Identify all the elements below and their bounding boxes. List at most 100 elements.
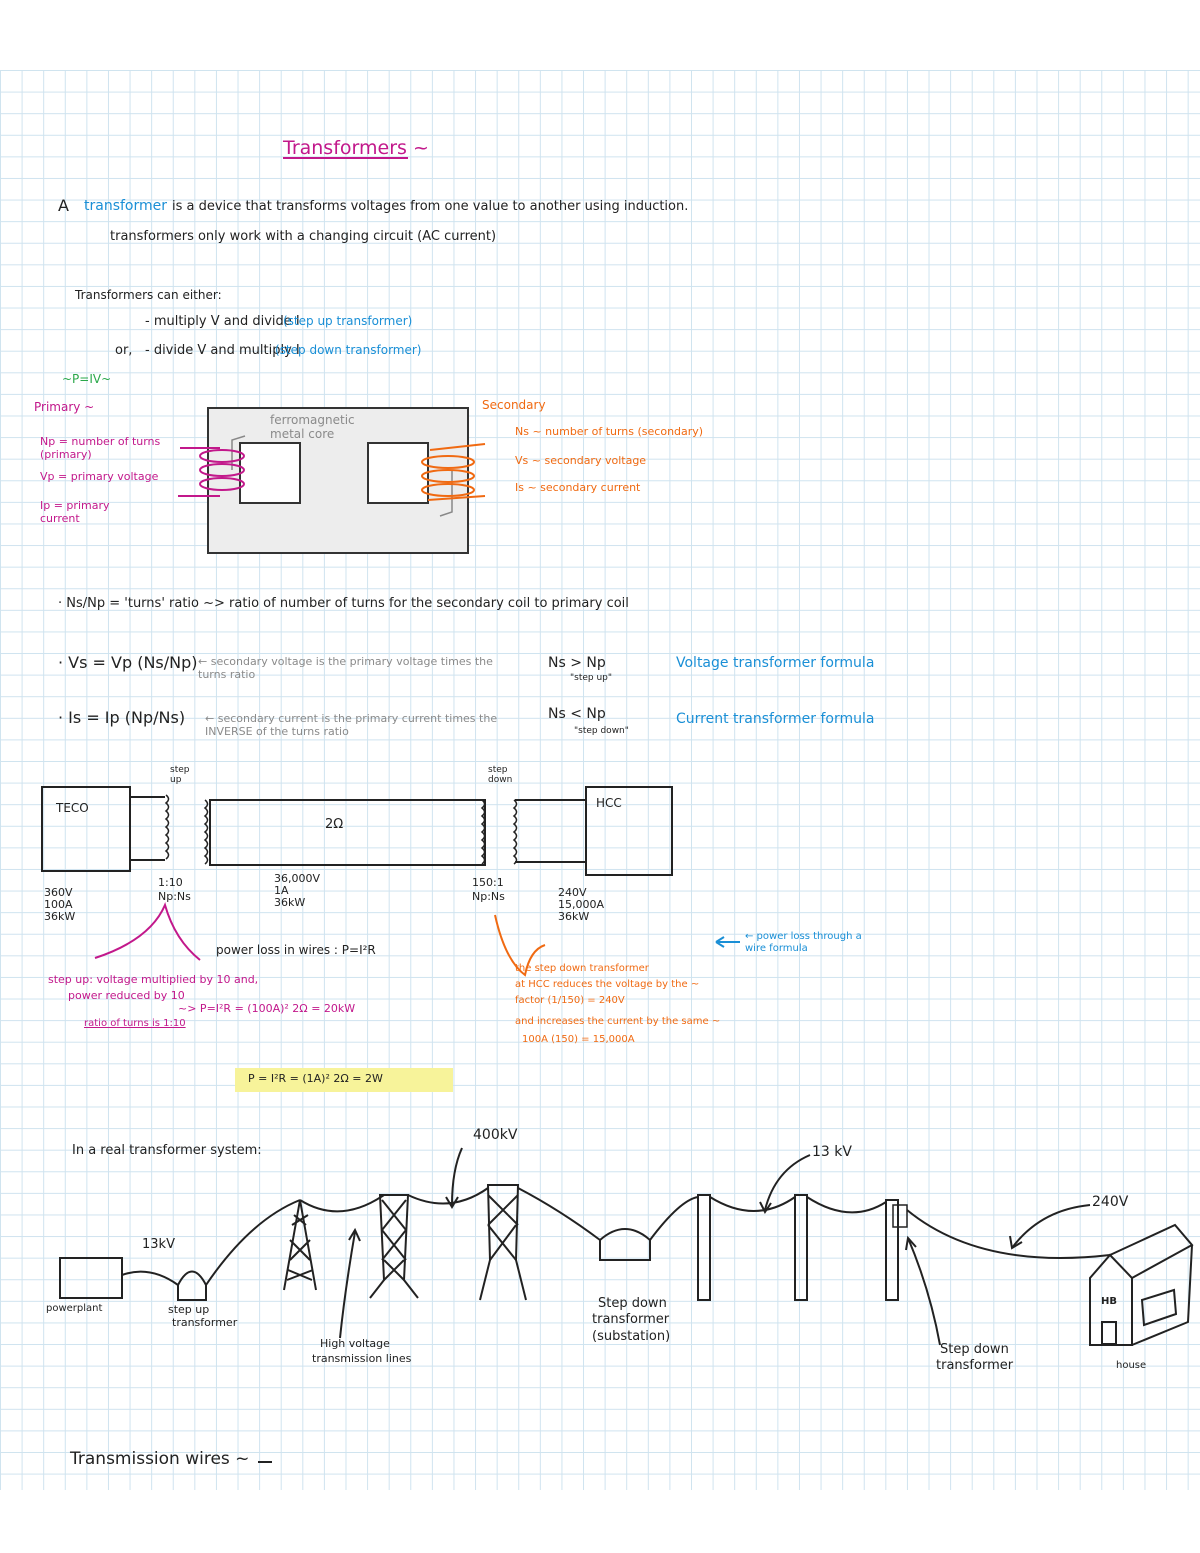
high-voltage-label: High voltage transmission lines <box>312 1336 411 1367</box>
line-values: 36,000V 1A 36kW <box>274 872 321 910</box>
intro-line2: transformers only work with a changing c… <box>110 229 497 244</box>
voltage-13kv-right: 13 kV <box>812 1144 852 1160</box>
function-item-1-note: (step up transformer) <box>283 314 413 328</box>
step-up-ratio-legend: Np:Ns <box>158 890 191 904</box>
step-up-calc: ~> P=I²R = (100A)² 2Ω = 20kW <box>178 1002 356 1015</box>
step-down-bracket <box>494 914 546 977</box>
step-down-ratio: 150:1 Np:Ns <box>472 876 505 905</box>
function-item-1: - multiply V and divide I <box>145 314 300 329</box>
substation-dome <box>599 1228 651 1261</box>
primary-coil <box>178 447 245 497</box>
pole-1 <box>697 1194 711 1301</box>
step-up-coils <box>164 794 209 865</box>
step-up-note-2: power reduced by 10 <box>68 989 185 1002</box>
voltage-formula: · Vs = Vp (Ns/Np) <box>58 653 198 672</box>
function-heading: Transformers can either: <box>75 288 222 302</box>
teco-voltage: 360V <box>44 886 73 899</box>
power-loss-note: ← power loss through a wire formula <box>745 931 862 954</box>
tower-1 <box>283 1199 317 1291</box>
intro-prefix: A <box>58 196 69 215</box>
high-voltage-line1: High voltage <box>320 1337 390 1350</box>
current-formula: · Is = Ip (Np/Ns) <box>58 708 186 727</box>
step-up-ratio-value: 1:10 <box>158 876 183 889</box>
function-item-2-note: (step down transformer) <box>275 343 422 357</box>
power-loss: power loss in wires : P=I²R <box>216 943 376 957</box>
pole-2 <box>794 1194 808 1301</box>
highlight-calc: P = I²R = (1A)² 2Ω = 2W <box>248 1072 383 1085</box>
teco-values: 360V 100A 36kW <box>44 886 76 924</box>
tower-2 <box>369 1194 419 1299</box>
power-formula: ~P=IV~ <box>62 372 112 386</box>
substation-line2: transformer <box>592 1312 670 1328</box>
high-voltage-line2: transmission lines <box>312 1352 412 1366</box>
hcc-current: 15,000A <box>558 898 605 912</box>
step-down-note-4: and increases the current by the same ~ <box>515 1016 721 1027</box>
step-down-coils <box>480 799 518 865</box>
power-plant-label: powerplant <box>46 1303 103 1314</box>
hcc-voltage: 240V <box>558 886 587 899</box>
step-down-note-2: at HCC reduces the voltage by the ~ <box>515 979 700 990</box>
step-down-ratio-value: 150:1 <box>472 876 504 889</box>
primary-np: Np = number of turns (primary) <box>40 435 161 461</box>
voltage-240v: 240V <box>1092 1194 1129 1210</box>
house-sign: HB <box>1101 1296 1117 1307</box>
current-note: ← secondary current is the primary curre… <box>205 712 498 738</box>
pole-label-line2: transformer <box>936 1358 1014 1374</box>
hcc-values: 240V 15,000A 36kW <box>558 886 605 924</box>
house-label: house <box>1116 1360 1147 1371</box>
step-up-bracket <box>94 902 201 961</box>
core-window-right <box>367 442 429 504</box>
step-down-note-1: the step down transformer <box>515 963 649 974</box>
teco-power: 36kW <box>44 910 76 924</box>
footer-heading: Transmission wires ~ <box>70 1449 250 1469</box>
function-item-2: - divide V and multiply I <box>145 343 300 358</box>
voltage-condition-sub: "step up" <box>570 673 613 683</box>
secondary-is: Is ~ secondary current <box>515 481 641 494</box>
core-label: ferromagnetic metal core <box>270 413 355 442</box>
secondary-title: Secondary <box>482 398 546 412</box>
voltage-condition: Ns > Np <box>548 655 606 671</box>
line-current: 1A <box>274 884 289 898</box>
step-up-note-3: ratio of turns is 1:10 <box>84 1018 186 1029</box>
voltage-formula-title: Voltage transformer formula <box>676 655 875 671</box>
pole-3 <box>885 1199 899 1301</box>
step-up-label: step up <box>170 765 190 786</box>
hcc-power: 36kW <box>558 910 590 924</box>
highlight-marker <box>235 1068 453 1092</box>
step-up-label-line1: step up <box>168 1303 210 1316</box>
step-down-note-3: factor (1/150) = 240V <box>515 995 625 1006</box>
teco-label: TECO <box>56 801 89 815</box>
function-item-2-prefix: or, <box>115 343 133 358</box>
step-down-label: step down <box>488 765 513 786</box>
teco-box <box>41 786 131 872</box>
transmission-line-loop <box>209 799 486 866</box>
secondary-coil <box>421 443 486 501</box>
primary-vp: Vp = primary voltage <box>40 470 159 483</box>
substation-label: Step down transformer (substation) <box>592 1296 670 1345</box>
voltage-note: ← secondary voltage is the primary volta… <box>198 655 493 681</box>
secondary-ns: Ns ~ number of turns (secondary) <box>515 425 704 438</box>
hcc-label: HCC <box>596 796 622 810</box>
voltage-13kv-left: 13kV <box>142 1237 175 1252</box>
step-down-note-5: 100A (150) = 15,000A <box>522 1034 635 1045</box>
pole-label-line1: Step down <box>940 1342 1009 1357</box>
pole-transformer <box>892 1204 908 1228</box>
step-up-note-1: step up: voltage multiplied by 10 and, <box>48 973 259 986</box>
line-power: 36kW <box>274 896 306 910</box>
current-formula-title: Current transformer formula <box>676 711 875 727</box>
step-up-transformer-label: step up transformer <box>168 1303 237 1329</box>
substation-line3: (substation) <box>592 1328 671 1344</box>
step-up-label-line2: transformer <box>172 1316 238 1330</box>
voltage-400kv: 400kV <box>473 1127 518 1143</box>
flux-arrow-primary <box>231 435 246 470</box>
line-voltage: 36,000V <box>274 872 321 885</box>
substation-line1: Step down <box>598 1296 667 1311</box>
core-window-left <box>239 442 301 504</box>
step-up-dome <box>177 1270 207 1301</box>
tower-3 <box>479 1184 527 1301</box>
primary-title: Primary ~ <box>34 400 95 414</box>
current-condition-sub: "step down" <box>574 726 629 736</box>
page-title: Transformers ~ <box>283 137 429 159</box>
house-drawing <box>1089 1223 1194 1346</box>
